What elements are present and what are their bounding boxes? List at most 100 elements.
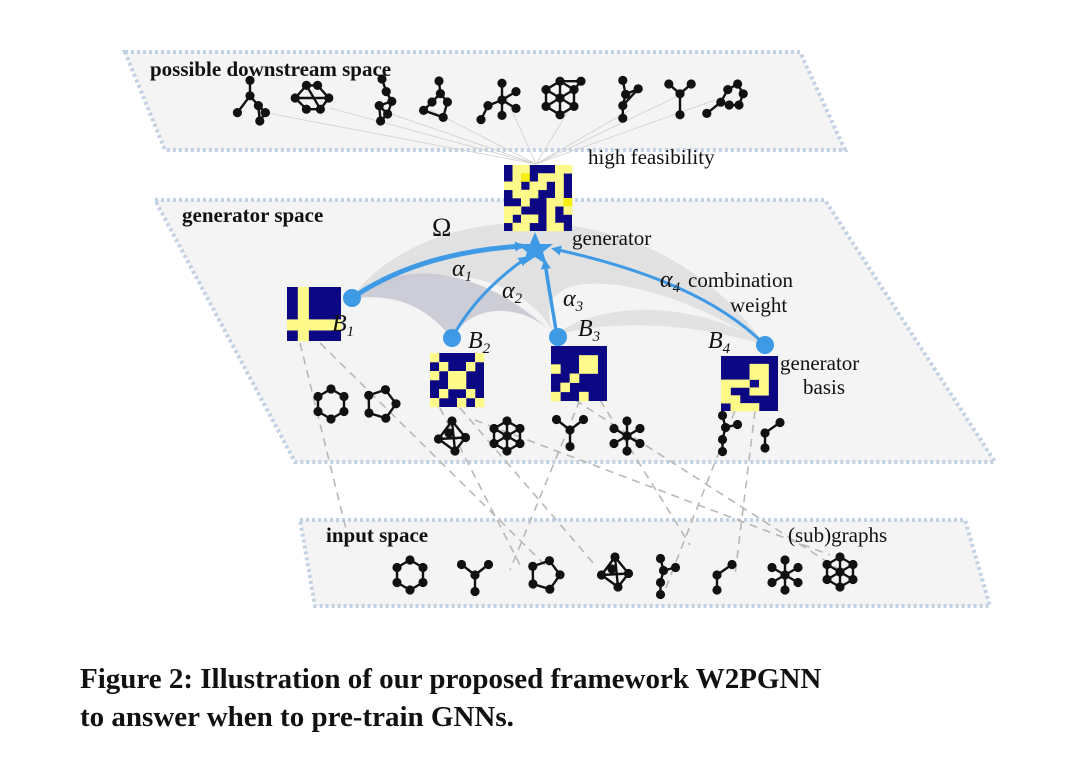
high-feasibility-label: high feasibility xyxy=(588,145,715,169)
matrix-cell xyxy=(521,222,530,232)
input-tree-branch-graph-icon xyxy=(655,553,681,600)
matrix-cell xyxy=(448,380,458,390)
generator-wheel-6-graph-icon xyxy=(489,416,525,456)
matrix-cell xyxy=(457,398,467,408)
matrix-cell xyxy=(466,389,476,399)
dashed-link xyxy=(574,399,841,571)
matrix-cell xyxy=(749,387,760,396)
matrix-cell xyxy=(588,364,598,374)
matrix-cell xyxy=(740,403,750,412)
matrix-cell xyxy=(504,214,513,224)
matrix-cell xyxy=(759,363,769,373)
matrix-cell xyxy=(563,165,573,174)
matrix-cell xyxy=(721,395,731,404)
matrix-cell xyxy=(730,379,741,388)
downstream-spider-star-graph-icon xyxy=(476,78,521,125)
matrix-cell xyxy=(297,330,309,342)
basis-matrix-b4 xyxy=(721,356,778,412)
matrix-cell xyxy=(546,214,556,224)
matrix-cell xyxy=(555,198,564,207)
basis-node-b4 xyxy=(756,336,774,354)
matrix-cell xyxy=(457,371,467,381)
matrix-cell xyxy=(546,173,556,182)
matrix-cell xyxy=(529,189,539,199)
basis-matrices xyxy=(287,287,778,412)
matrix-cell xyxy=(555,189,564,199)
basis-node-b3 xyxy=(549,328,567,346)
matrix-cell xyxy=(579,391,589,402)
matrix-cell xyxy=(555,222,564,232)
generator-label: generator xyxy=(572,226,651,250)
matrix-cell xyxy=(430,353,440,363)
basis-matrix-b3 xyxy=(551,346,607,402)
generator-basis-label-2: basis xyxy=(803,375,845,399)
matrix-cell xyxy=(297,308,309,320)
alpha2-label: α2 xyxy=(502,278,523,307)
math-labels: α1 α2 α3 α4 B1 B2 B3 B4 xyxy=(332,256,731,357)
matrix-cell xyxy=(749,403,760,412)
matrix-cell xyxy=(555,165,564,174)
figure-diagram: possible downstream space high feasibili… xyxy=(122,50,999,608)
input-hexagon-graph-icon xyxy=(392,555,428,595)
generator-path-3-graph-icon xyxy=(760,417,785,453)
input-wheel-6-graph-icon xyxy=(822,552,858,592)
generator-star-6-graph-icon xyxy=(609,416,645,456)
matrix-cell xyxy=(730,403,741,412)
matrix-cell xyxy=(555,181,564,191)
generator-tree-branch-graph-icon xyxy=(717,410,743,457)
graph-icons xyxy=(232,74,858,600)
basis-matrix-b2 xyxy=(430,353,485,408)
downstream-space-label: possible downstream space xyxy=(150,57,391,81)
generator-matrix-grid xyxy=(504,165,573,232)
matrix-cell xyxy=(721,379,731,388)
feasibility-line xyxy=(535,94,681,165)
matrix-cell xyxy=(512,222,522,232)
matrix-cell xyxy=(475,353,485,363)
feasibility-line xyxy=(379,109,537,165)
input-path-3-graph-icon xyxy=(712,559,737,595)
input-pentagon-graph-icon xyxy=(528,556,565,594)
dashed-link xyxy=(299,342,351,546)
figure-caption: Figure 2: Illustration of our proposed f… xyxy=(80,660,1040,736)
omega-symbol: Ω xyxy=(432,213,451,242)
matrix-cell xyxy=(551,364,561,374)
matrix-cell xyxy=(448,371,458,381)
feasibility-line xyxy=(261,111,537,165)
matrix-cell xyxy=(330,319,342,331)
matrix-cell xyxy=(297,297,309,309)
matrix-cell xyxy=(759,387,769,396)
basis-node-b2 xyxy=(443,329,461,347)
matrix-cell xyxy=(308,319,320,331)
alpha4-label: α4 xyxy=(660,267,681,296)
matrix-cell xyxy=(546,222,556,232)
generator-star-icon xyxy=(517,232,553,265)
arrow-alpha4 xyxy=(551,245,767,347)
downstream-triangle-path-graph-icon xyxy=(618,75,643,123)
dashed-link xyxy=(319,342,546,566)
matrix-cell xyxy=(475,398,485,408)
subgraphs-label: (sub)graphs xyxy=(788,523,887,547)
matrix-cell xyxy=(749,371,760,380)
generator-y-tree-graph-icon xyxy=(551,414,589,452)
downstream-y-tree-graph-icon xyxy=(664,79,696,120)
matrix-cell xyxy=(512,189,522,199)
omega-region-right xyxy=(555,309,765,345)
matrix-cell xyxy=(588,355,598,365)
dashed-link xyxy=(459,407,596,566)
matrix-cell xyxy=(521,214,530,224)
caption-line-1: Figure 2: Illustration of our proposed f… xyxy=(80,663,822,695)
matrix-cell xyxy=(439,389,449,399)
arrow-alpha1 xyxy=(350,241,525,301)
matrix-cell xyxy=(563,206,573,215)
matrix-cell xyxy=(529,214,539,224)
feasibility-line xyxy=(429,109,537,165)
matrix-cell xyxy=(538,173,547,182)
matrix-cell xyxy=(457,380,467,390)
basis-node-b1 xyxy=(343,289,361,307)
generator-matrix xyxy=(504,165,573,232)
combination-label: combination xyxy=(688,268,793,292)
matrix-cell xyxy=(297,319,309,331)
downstream-triangulated-hexagon-graph-icon xyxy=(290,80,334,114)
generator-hexagon-graph-icon xyxy=(313,384,349,424)
matrix-cell xyxy=(546,206,556,215)
